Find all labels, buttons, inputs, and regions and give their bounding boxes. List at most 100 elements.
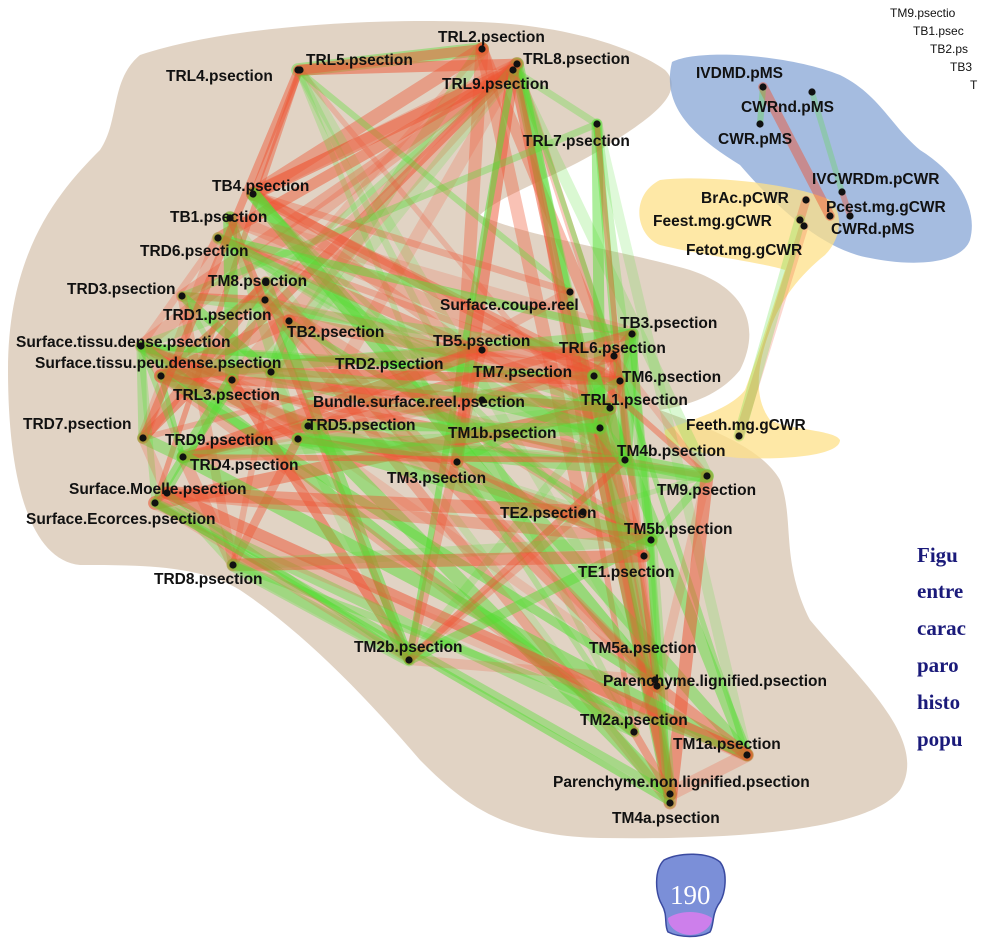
correlation-edge	[178, 395, 487, 462]
correlation-edge	[152, 500, 673, 806]
node-label: TM2a.psection	[580, 712, 688, 729]
node-dot	[304, 422, 312, 430]
correlation-edge	[610, 352, 711, 480]
correlation-edge	[265, 64, 519, 378]
corner-label: TB2.ps	[930, 42, 968, 56]
correlation-edge	[452, 376, 625, 467]
correlation-edge	[580, 473, 710, 515]
correlation-edge	[152, 67, 303, 506]
correlation-edge	[301, 419, 677, 801]
correlation-edge	[214, 234, 624, 385]
correlation-edge	[513, 60, 604, 432]
node-dot	[838, 188, 846, 196]
correlation-edge	[756, 83, 767, 128]
correlation-edge	[303, 421, 605, 433]
correlation-edge	[249, 190, 624, 385]
node-label: TRD8.psection	[154, 571, 263, 588]
correlation-edge	[734, 221, 809, 441]
node-label: TRL9.psection	[442, 76, 549, 93]
node-label: Bundle.surface.reel.psection	[313, 394, 525, 411]
correlation-edge	[163, 489, 413, 664]
correlation-edge	[291, 432, 714, 483]
correlation-edge	[250, 191, 586, 515]
node-label: IVDMD.pMS	[696, 65, 783, 82]
correlation-edge	[403, 534, 657, 666]
correlation-edge	[647, 536, 659, 684]
node-label: Parenchyme.non.lignified.psection	[553, 774, 810, 791]
node-dot	[566, 288, 574, 296]
caption-line: Figu	[917, 543, 958, 567]
node-label: TM2b.psection	[354, 639, 463, 656]
node-label: Surface.Moelle.psection	[69, 481, 246, 498]
node-label: TM3.psection	[387, 470, 486, 487]
correlation-edge	[628, 330, 655, 544]
node-label: TRD7.psection	[23, 416, 132, 433]
corner-label: T	[970, 78, 978, 92]
correlation-edge	[839, 189, 853, 219]
correlation-edge	[156, 371, 662, 691]
correlation-edge	[227, 375, 414, 665]
node-dot	[593, 120, 601, 128]
correlation-edge	[265, 366, 415, 666]
node-dot	[735, 432, 743, 440]
correlation-edge	[228, 560, 414, 665]
node-dot	[151, 499, 159, 507]
correlation-edge	[513, 60, 624, 385]
correlation-edge	[258, 293, 658, 547]
correlation-edge	[163, 489, 237, 569]
page-number: 190	[670, 880, 711, 910]
correlation-edge	[475, 393, 607, 435]
correlation-edge	[283, 315, 600, 382]
node-label: Parenchyme.lignified.psection	[603, 673, 827, 690]
correlation-edge	[212, 232, 631, 466]
correlation-edge	[137, 342, 598, 380]
caption-line: histo	[917, 690, 960, 714]
correlation-edge	[663, 469, 714, 810]
node-label: TM9.psection	[657, 482, 756, 499]
correlation-edge	[648, 537, 673, 806]
node-label: TRD6.psection	[140, 243, 249, 260]
correlation-edge	[593, 421, 632, 467]
correlation-edge	[160, 486, 590, 519]
correlation-edge	[137, 234, 222, 350]
node-label: CWRd.pMS	[831, 221, 915, 238]
correlation-edge	[226, 214, 674, 807]
node-label: Surface.tissu.peu.dense.psection	[35, 355, 281, 372]
node-label: TM1a.psection	[673, 736, 781, 753]
node-dot	[163, 489, 171, 497]
correlation-edge	[260, 295, 615, 413]
correlation-edge	[509, 66, 601, 128]
correlation-edge	[226, 558, 416, 667]
node-label: TM5b.psection	[624, 521, 733, 538]
correlation-edge	[301, 63, 520, 433]
node-label: Surface.Ecorces.psection	[26, 511, 216, 528]
caption-line: entre	[917, 579, 963, 603]
correlation-edge	[158, 373, 186, 460]
correlation-edge	[223, 211, 627, 388]
correlation-edge	[229, 561, 751, 759]
node-dot	[478, 396, 486, 404]
correlation-edge	[618, 327, 639, 467]
correlation-edge	[593, 120, 629, 464]
node-dot	[630, 728, 638, 736]
biochem-group-hull	[669, 54, 972, 263]
node-dot	[178, 292, 186, 300]
correlation-edge	[294, 58, 523, 76]
correlation-edge	[227, 277, 271, 385]
correlation-edge	[139, 66, 302, 442]
correlation-edge	[592, 119, 656, 545]
node-dot	[800, 222, 808, 230]
correlation-edge	[151, 499, 413, 664]
node-label: IVCWRDm.pCWR	[812, 171, 939, 188]
correlation-edge	[154, 314, 296, 383]
correlation-edge	[155, 328, 638, 382]
node-dot	[666, 790, 674, 798]
node-label: TRL7.psection	[523, 133, 630, 150]
node-label: TRL5.psection	[306, 52, 413, 69]
correlation-edge	[578, 329, 637, 517]
correlation-edge	[136, 341, 148, 443]
correlation-edge	[507, 64, 713, 482]
correlation-edge	[134, 57, 524, 353]
node-dot	[703, 472, 711, 480]
correlation-edge	[180, 454, 628, 463]
